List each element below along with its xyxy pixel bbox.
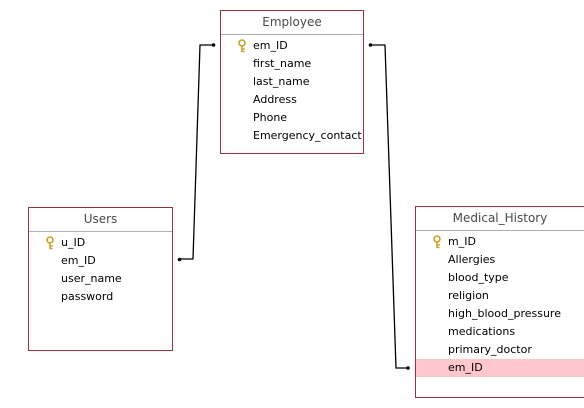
field-row-em-id-selected[interactable]: em_ID [416,359,584,377]
field-name: last_name [253,75,310,88]
field-row-first-name[interactable]: first_name [221,55,363,73]
key-icon [46,236,54,250]
field-row-user-name[interactable]: user_name [29,270,172,288]
field-name: blood_type [448,271,509,284]
field-row-m-id[interactable]: m_ID [416,233,584,251]
relationship-line-medical-employee[interactable] [370,44,408,369]
medical-history-table[interactable]: Medical_History m_ID Allergies blood_typ… [415,206,584,398]
field-name: religion [448,289,489,302]
field-name: Address [253,93,297,106]
field-list: u_ID em_ID user_name password [29,232,172,306]
field-name: Phone [253,111,288,124]
field-name: high_blood_pressure [448,307,561,320]
relationship-end-medical [406,366,410,370]
table-title[interactable]: Medical_History [416,207,584,231]
relationship-line-users-employee[interactable] [179,44,214,260]
key-icon [433,235,441,249]
field-row-religion[interactable]: religion [416,287,584,305]
field-name: password [61,290,114,303]
field-row-primary-doctor[interactable]: primary_doctor [416,341,584,359]
field-row-medications[interactable]: medications [416,323,584,341]
field-name: Allergies [448,253,496,266]
field-row-u-id[interactable]: u_ID [29,234,172,252]
field-name: m_ID [448,235,476,248]
employee-table[interactable]: Employee em_ID first_name last_name Addr… [220,10,364,154]
field-list: em_ID first_name last_name Address Phone… [221,35,363,145]
field-list: m_ID Allergies blood_type religion high_… [416,231,584,377]
field-name: u_ID [61,236,86,249]
field-name: Emergency_contact [253,129,362,142]
table-title[interactable]: Employee [221,11,363,35]
field-name: primary_doctor [448,343,532,356]
field-row-allergies[interactable]: Allergies [416,251,584,269]
relationship-end-users [177,257,182,262]
field-row-phone[interactable]: Phone [221,109,363,127]
field-name: user_name [61,272,122,285]
field-name: medications [448,325,516,338]
field-row-emergency-contact[interactable]: Emergency_contact [221,127,363,145]
table-title[interactable]: Users [29,208,172,232]
field-name: em_ID [448,361,483,374]
field-row-blood-type[interactable]: blood_type [416,269,584,287]
field-row-last-name[interactable]: last_name [221,73,363,91]
relationship-end-employee-right [368,43,373,47]
field-name: em_ID [253,39,288,52]
field-row-password[interactable]: password [29,288,172,306]
field-name: em_ID [61,254,96,267]
users-table[interactable]: Users u_ID em_ID user_name password [28,207,173,351]
field-name: first_name [253,57,312,70]
field-row-em-id[interactable]: em_ID [221,37,363,55]
field-row-address[interactable]: Address [221,91,363,109]
relationship-end-employee-left [211,43,216,47]
field-row-high-blood-pressure[interactable]: high_blood_pressure [416,305,584,323]
key-icon [238,39,246,53]
field-row-em-id[interactable]: em_ID [29,252,172,270]
